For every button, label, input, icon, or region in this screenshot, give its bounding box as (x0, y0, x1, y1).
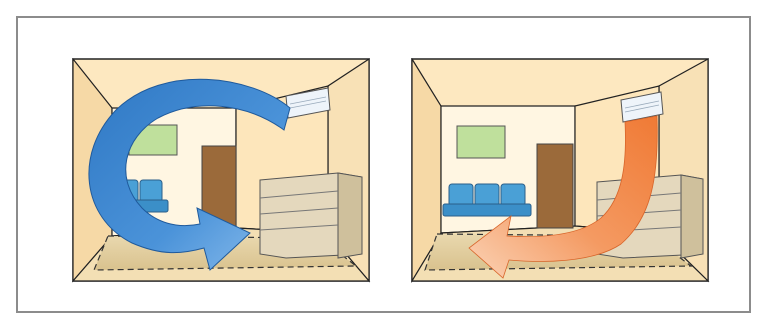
air-conditioner-unit (285, 87, 331, 119)
cool-airflow-arrow-icon (88, 78, 291, 271)
room-illustration-cooling (72, 58, 371, 283)
sofa (442, 183, 532, 217)
bookshelf (259, 172, 363, 259)
air-conditioner-unit (620, 91, 664, 123)
room-illustration-heating (411, 58, 710, 284)
door (536, 143, 574, 229)
warm-airflow-arrow-icon (468, 115, 658, 279)
wall-picture (456, 125, 506, 159)
